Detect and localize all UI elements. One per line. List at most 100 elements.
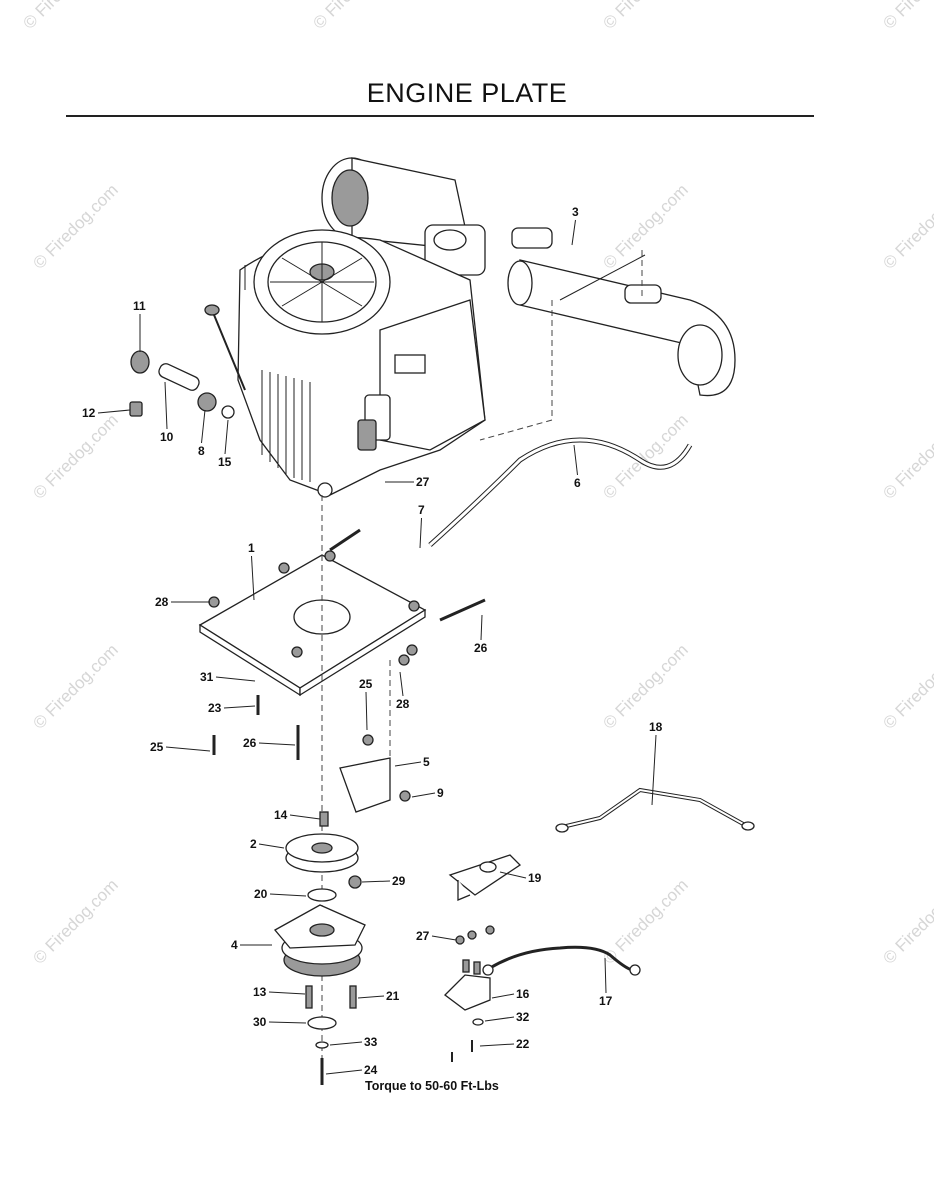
leader-line: [604, 957, 607, 994]
leader-line: [571, 219, 576, 246]
callout-label: 10: [160, 430, 174, 444]
leader-line: [289, 814, 321, 820]
engine-illustration: [204, 157, 486, 498]
watermark-text: © Firedog.com: [879, 875, 934, 967]
callout-label: 14: [274, 808, 288, 822]
leader-line: [223, 705, 256, 709]
watermark-text: © Firedog.com: [599, 410, 691, 502]
oil-drain-parts: [129, 350, 235, 419]
callout-label: 32: [516, 1010, 530, 1024]
callout-label: 24: [364, 1063, 378, 1077]
callout-label: 21: [386, 989, 400, 1003]
leader-line: [215, 676, 256, 682]
watermark-text: © Firedog.com: [309, 0, 401, 33]
watermark-layer: © Firedog.com © Firedog.com © Firedog.com ©…: [19, 0, 934, 968]
leader-line: [97, 409, 131, 414]
callout-label: 28: [155, 595, 169, 609]
callout-label: 6: [574, 476, 581, 490]
callout-label: 5: [423, 755, 430, 769]
callout-label: 25: [359, 677, 373, 691]
leader-line: [480, 614, 483, 641]
leader-line: [361, 880, 391, 883]
watermark-text: © Firedog.com: [19, 0, 111, 33]
callout-label: 16: [516, 987, 530, 1001]
callout-label: 31: [200, 670, 214, 684]
leader-line: [325, 1069, 363, 1075]
callout-label: 3: [572, 205, 579, 219]
switch-bracket-part-19: [448, 854, 522, 901]
leader-line: [484, 1016, 515, 1022]
watermark-text: © Firedog.com: [29, 410, 121, 502]
watermark-text: © Firedog.com: [29, 180, 121, 272]
leader-line: [268, 991, 306, 995]
callout-label: 22: [516, 1037, 530, 1051]
watermark-text: © Firedog.com: [599, 180, 691, 272]
callout-label: 17: [599, 994, 613, 1008]
leader-line: [251, 555, 255, 601]
leader-line: [224, 419, 229, 455]
muffler-part-3: [479, 227, 736, 441]
callout-label: 9: [437, 786, 444, 800]
key-part-14: [319, 811, 329, 827]
plate-bolts: [212, 695, 300, 760]
leader-line: [479, 1043, 515, 1047]
callout-label: 15: [218, 455, 232, 469]
nut-part-29: [348, 875, 362, 889]
torque-note: Torque to 50-60 Ft-Lbs: [365, 1079, 499, 1093]
callout-label: 26: [243, 736, 257, 750]
leader-line: [268, 1021, 307, 1024]
bracket-part-5: [339, 660, 411, 813]
watermark-text: © Firedog.com: [29, 875, 121, 967]
callout-label: 18: [649, 720, 663, 734]
watermark-text: © Firedog.com: [29, 640, 121, 732]
engine-plate-part-1: [198, 528, 486, 697]
leader-line: [357, 995, 385, 999]
leader-line: [164, 381, 168, 430]
watermark-text: © Firedog.com: [599, 640, 691, 732]
callout-label: 28: [396, 697, 410, 711]
leader-line: [258, 742, 296, 746]
washer-part-20: [307, 888, 337, 902]
leader-line: [258, 843, 285, 849]
leader-line: [573, 444, 578, 476]
leader-line: [399, 671, 404, 697]
callout-label: 13: [253, 985, 267, 999]
solenoid-part-16: [444, 925, 495, 1062]
fan-blades: [270, 242, 374, 322]
callout-label: 33: [364, 1035, 378, 1049]
leader-line: [491, 993, 515, 999]
watermark-text: © Firedog.com: [879, 0, 934, 33]
callout-label: 30: [253, 1015, 267, 1029]
title-rule: [66, 115, 814, 117]
callout-label: 26: [474, 641, 488, 655]
leader-line: [411, 792, 436, 798]
callout-label: 2: [250, 837, 257, 851]
leader-line: [165, 746, 211, 752]
leader-line: [269, 893, 307, 897]
leader-line: [419, 517, 422, 549]
leader-line: [499, 871, 527, 879]
rod-part-18: [555, 787, 755, 833]
callout-label: 25: [150, 740, 164, 754]
callout-label: 1: [248, 541, 255, 555]
leader-line: [201, 409, 206, 444]
leader-line: [365, 691, 368, 731]
clutch-hardware: [305, 985, 357, 1085]
leader-line: [329, 1041, 363, 1046]
callout-label: 7: [418, 503, 425, 517]
callout-label: 27: [416, 929, 430, 943]
callout-label: 19: [528, 871, 542, 885]
callout-label: 11: [133, 299, 146, 313]
leader-line: [651, 734, 657, 806]
watermark-text: © Firedog.com: [599, 0, 691, 33]
plate-fasteners: [208, 550, 420, 666]
callout-label: 20: [254, 887, 268, 901]
leader-lines: [97, 219, 657, 1075]
watermark-text: © Firedog.com: [879, 410, 934, 502]
clutch-part-4: [273, 904, 366, 977]
leader-line: [394, 761, 422, 767]
page-title: ENGINE PLATE: [366, 78, 568, 108]
